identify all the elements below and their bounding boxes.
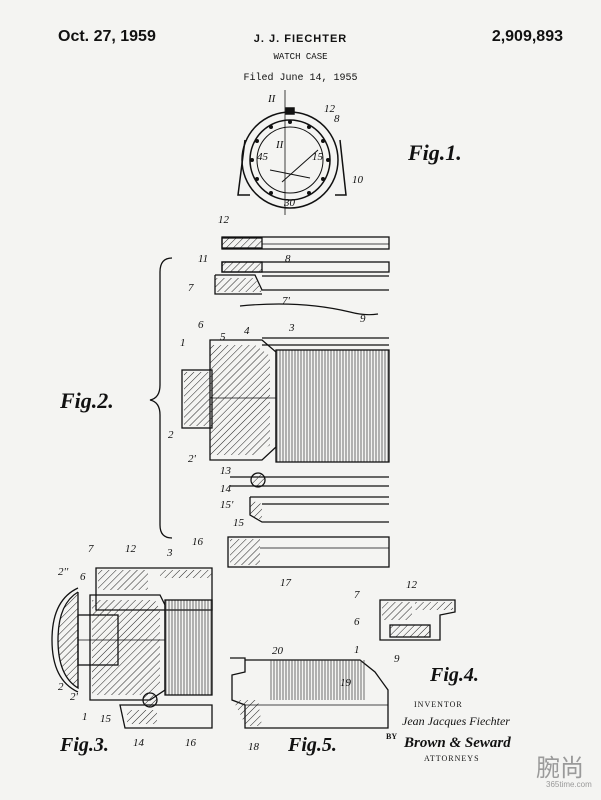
fig4-section xyxy=(379,599,456,641)
patent-number: 2,909,893 xyxy=(491,28,563,45)
fig3-ref-16: 16 xyxy=(185,737,197,749)
fig3-ref-2-prime: 2' xyxy=(70,691,79,703)
fig3-ref-2-dbl-prime: 2'' xyxy=(58,566,69,578)
fig1-ref-II: II xyxy=(275,139,285,151)
fig3-ref-3: 3 xyxy=(166,547,173,559)
fig4-ref-7: 7 xyxy=(354,589,360,601)
dial-numeral-15: 15 xyxy=(312,151,324,163)
fig2-ref-1: 1 xyxy=(180,337,186,349)
fig2-ref-12: 12 xyxy=(218,214,230,226)
fig3-ref-6: 6 xyxy=(80,571,86,583)
fig1-label: Fig.1. xyxy=(408,140,462,165)
fig5-ref-20: 20 xyxy=(272,645,284,657)
fig2-ref-7: 7 xyxy=(188,282,194,294)
fig3-ref-1: 1 xyxy=(82,711,88,723)
by-label: BY xyxy=(386,732,398,741)
fig2-ref-16: 16 xyxy=(192,536,204,548)
fig2-ref-11: 11 xyxy=(198,253,208,265)
fig2-ref-6: 6 xyxy=(198,319,204,331)
fig4-ref-12: 12 xyxy=(406,579,418,591)
fig1-ref-8: 8 xyxy=(334,113,340,125)
fig4-ref-1: 1 xyxy=(354,644,360,656)
fig2-ref-9: 9 xyxy=(360,313,366,325)
patent-subject: WATCH CASE xyxy=(273,52,328,62)
fig3-section xyxy=(51,567,213,729)
fig4-ref-6: 6 xyxy=(354,616,360,628)
fig3-ref-7: 7 xyxy=(88,543,94,555)
fig2-ref-2: 2 xyxy=(168,429,174,441)
patent-date: Oct. 27, 1959 xyxy=(58,28,156,45)
watermark-url: 365time.com xyxy=(546,780,592,789)
fig5-ref-19: 19 xyxy=(340,677,352,689)
fig1-watch xyxy=(237,90,347,215)
fig2-ref-2-prime: 2' xyxy=(188,453,197,465)
inventor-name: J. J. FIECHTER xyxy=(253,33,348,45)
dial-numeral-30: 30 xyxy=(283,197,296,209)
dial-numeral-45: 45 xyxy=(257,151,269,163)
fig2-ref-8: 8 xyxy=(285,253,291,265)
fig2-ref-7-prime: 7' xyxy=(282,295,291,307)
fig2-ref-13: 13 xyxy=(220,465,232,477)
fig3-ref-2: 2 xyxy=(58,681,64,693)
fig1-ref-10: 10 xyxy=(352,174,364,186)
fig2-ref-17: 17 xyxy=(280,577,292,589)
fig3-label: Fig.3. xyxy=(60,734,109,756)
attorney-signature: Brown & Seward xyxy=(404,735,511,751)
fig2-ref-15-prime: 15' xyxy=(220,499,234,511)
fig2-label: Fig.2. xyxy=(60,388,114,413)
filing-date: Filed June 14, 1955 xyxy=(243,73,358,84)
fig4-label: Fig.4. xyxy=(430,664,479,686)
fig2-ref-5: 5 xyxy=(220,331,226,343)
fig1-ref-12: 12 xyxy=(324,103,336,115)
fig2-section xyxy=(149,236,390,568)
fig3-ref-12: 12 xyxy=(125,543,137,555)
section-marker-label: II xyxy=(267,93,277,105)
fig2-ref-15: 15 xyxy=(233,517,245,529)
fig5-ref-18: 18 xyxy=(248,741,260,753)
fig2-ref-3: 3 xyxy=(288,322,295,334)
fig3-ref-14: 14 xyxy=(133,737,145,749)
fig3-ref-15: 15 xyxy=(100,713,112,725)
attorneys-label: ATTORNEYS xyxy=(424,754,480,763)
fig2-ref-4: 4 xyxy=(244,325,250,337)
inventor-label: INVENTOR xyxy=(414,700,463,709)
fig4-ref-9: 9 xyxy=(394,653,400,665)
fig2-ref-14: 14 xyxy=(220,483,232,495)
watermark-logo: 腕尚 xyxy=(536,754,584,782)
inventor-signature: Jean Jacques Fiechter xyxy=(402,714,510,728)
fig5-label: Fig.5. xyxy=(288,734,337,756)
fig5-section xyxy=(230,657,389,729)
